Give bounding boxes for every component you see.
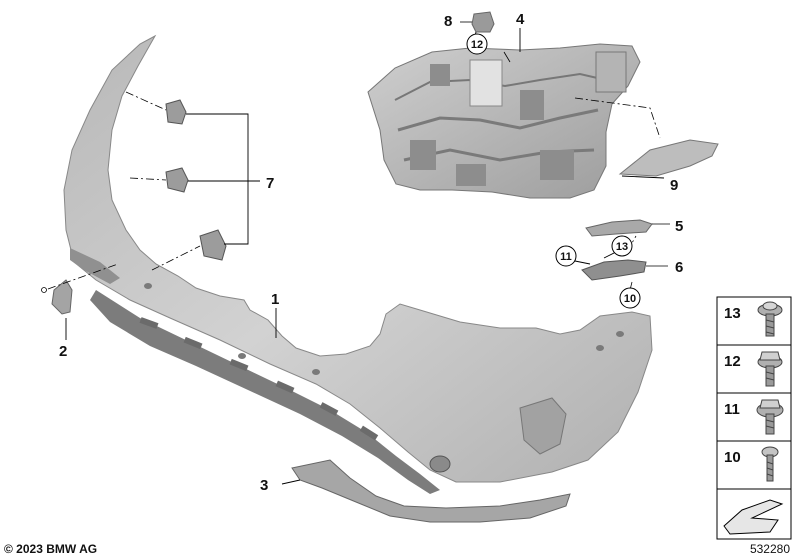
legend-number-13: 13 [724, 305, 741, 322]
callout-8: 8 [444, 13, 452, 30]
callout-5: 5 [675, 218, 683, 235]
diagram-id-text: 532280 [749, 542, 790, 556]
callout-12: 12 [466, 33, 488, 55]
svg-text:13: 13 [616, 241, 628, 253]
callout-1: 1 [271, 291, 279, 308]
legend-number-11: 11 [724, 401, 740, 418]
bottom-trim-strip-part [291, 459, 571, 523]
svg-text:10: 10 [624, 293, 636, 305]
cap-part [460, 11, 495, 33]
hex-screw-with-washer-icon [756, 399, 784, 435]
bumper-carrier-part [367, 43, 641, 199]
towing-eye-cover-part [41, 263, 119, 315]
callout-9: 9 [670, 177, 678, 194]
torx-screw-with-washer-icon [757, 301, 783, 337]
callout-6: 6 [675, 259, 683, 276]
svg-text:12: 12 [471, 39, 483, 51]
guide-bracket-upper-part [585, 219, 670, 237]
callout-2: 2 [59, 343, 67, 360]
copyright-text: © 2023 BMW AG [4, 542, 98, 556]
retainer-clips-part [125, 91, 260, 271]
svg-text:11: 11 [560, 251, 572, 263]
legend-number-12: 12 [724, 353, 741, 370]
legend-cell-10 [716, 440, 792, 490]
legend-number-10: 10 [724, 449, 741, 466]
torx-screw-icon [761, 446, 779, 482]
callout-13: 13 [611, 235, 633, 257]
callout-7: 7 [266, 175, 274, 192]
callout-3: 3 [260, 477, 268, 494]
hex-flange-nut-icon [757, 351, 783, 387]
bumper-panel-part [63, 34, 653, 494]
direction-arrow-icon [723, 499, 784, 535]
fastener-legend: 13 12 11 10 [716, 296, 792, 540]
callout-10: 10 [619, 287, 641, 309]
bracket-trim-part [574, 97, 719, 177]
callout-11: 11 [555, 245, 577, 267]
callout-4: 4 [516, 11, 525, 28]
